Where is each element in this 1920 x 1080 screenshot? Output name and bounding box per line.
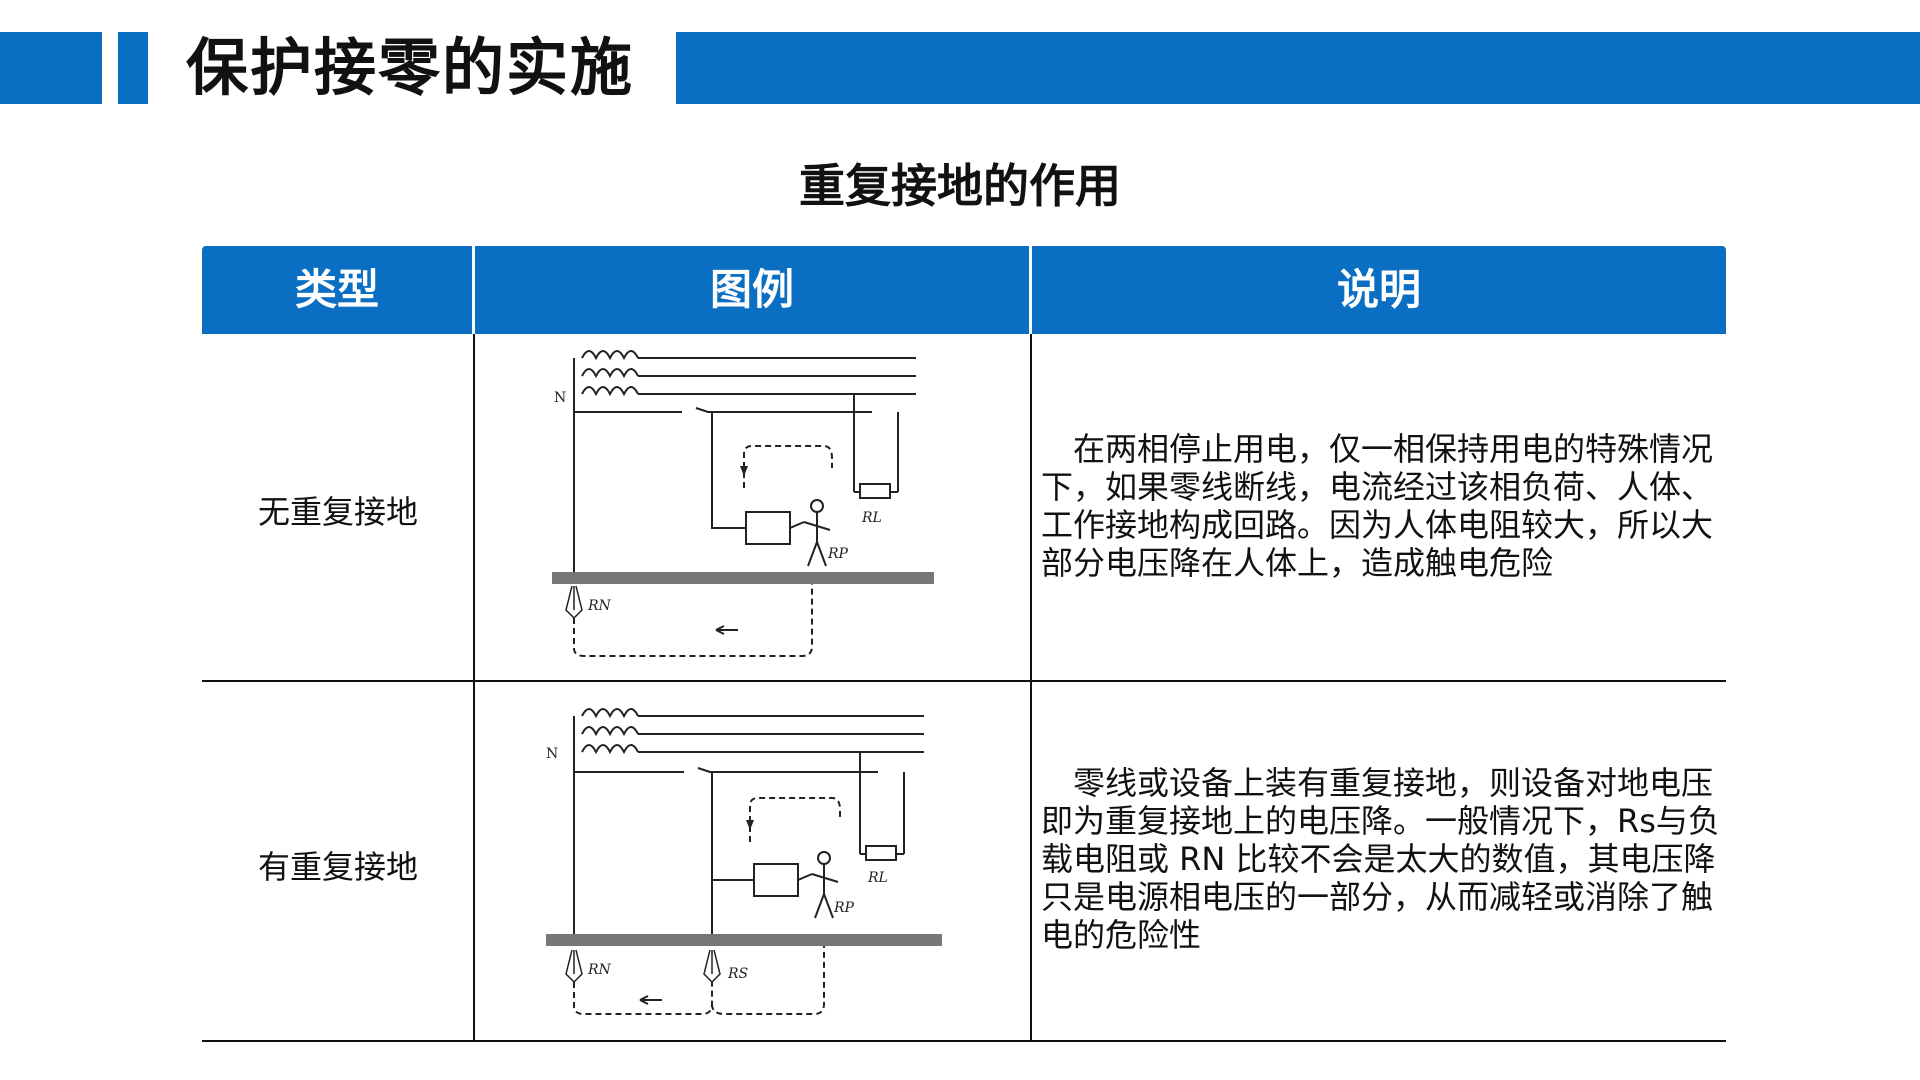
column-divider [1030, 334, 1032, 1042]
row-divider [202, 680, 1726, 682]
table-bottom-border [202, 1040, 1726, 1042]
neutral-label: N [546, 746, 558, 762]
header-bar-accent [118, 32, 148, 104]
header-bar-right [676, 32, 1920, 104]
row-description: 零线或设备上装有重复接地，则设备对地电压即为重复接地上的电压降。一般情况下，Rs… [1041, 764, 1720, 954]
ground-resistor-label: RN [587, 598, 612, 614]
column-divider [473, 334, 475, 1042]
load-resistor-label: RL [861, 510, 882, 526]
slide-title: 保护接零的实施 [186, 31, 635, 104]
comparison-table: 类型 图例 说明 无重复接地 [202, 246, 1726, 1042]
table-title: 重复接地的作用 [799, 159, 1121, 213]
row-type-label: 无重复接地 [257, 493, 418, 531]
circuit-diagram-no-repeat-ground: N RL RP RN [532, 346, 942, 666]
column-header-type: 类型 [294, 265, 379, 314]
circuit-diagram-repeat-ground: N RL RP RN RS [532, 704, 952, 1024]
column-header-description: 说明 [1336, 265, 1421, 314]
row-type-label: 有重复接地 [257, 848, 418, 886]
load-resistor-label: RL [867, 870, 888, 886]
ground-resistor-label: RN [587, 962, 612, 978]
repeat-ground-resistor-label: RS [727, 966, 748, 982]
table-header: 类型 图例 说明 [202, 246, 1726, 334]
body-resistance-label: RP [833, 900, 855, 916]
header-divider [1029, 246, 1032, 334]
neutral-label: N [554, 390, 566, 406]
header-bar-left [0, 32, 102, 104]
row-description: 在两相停止用电，仅一相保持用电的特殊情况下，如果零线断线，电流经过该相负荷、人体… [1041, 430, 1714, 582]
header-divider [472, 246, 475, 334]
body-resistance-label: RP [827, 546, 849, 562]
column-header-diagram: 图例 [709, 265, 794, 314]
